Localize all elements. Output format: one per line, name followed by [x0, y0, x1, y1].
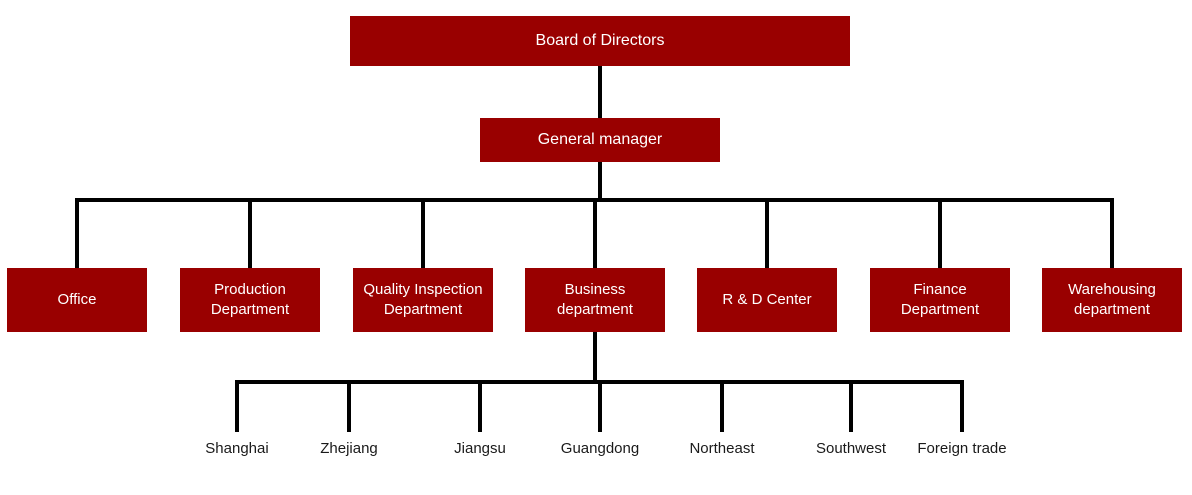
node-general-manager: General manager [480, 118, 720, 162]
node-quality-inspection-department: Quality Inspection Department [353, 268, 493, 332]
node-label: Quality Inspection Department [363, 280, 483, 318]
node-label: Finance Department [900, 280, 980, 318]
node-production-department: Production Department [180, 268, 320, 332]
node-label: Office [57, 290, 97, 308]
node-office: Office [7, 268, 147, 332]
node-label: Business department [557, 280, 633, 318]
connector-drop-production [248, 198, 252, 270]
branch-label-foreign-trade: Foreign trade [917, 440, 1007, 457]
connector-root-to-manager [598, 64, 602, 120]
node-business-department: Business department [525, 268, 665, 332]
connector-drop-foreign-trade [960, 380, 964, 432]
connector-drop-quality [421, 198, 425, 270]
node-label: R & D Center [722, 290, 812, 308]
connector-drop-office [75, 198, 79, 270]
connector-drop-rd [765, 198, 769, 270]
connector-drop-northeast [720, 380, 724, 432]
branch-label-shanghai: Shanghai [205, 440, 269, 457]
node-rd-center: R & D Center [697, 268, 837, 332]
connector-drop-guangdong [598, 380, 602, 432]
node-label: Board of Directors [535, 32, 665, 50]
node-label: Production Department [210, 280, 290, 318]
node-label: Warehousing department [1068, 280, 1156, 318]
connector-drop-jiangsu [478, 380, 482, 432]
connector-drop-business [593, 198, 597, 270]
branch-label-guangdong: Guangdong [560, 440, 640, 457]
connector-drop-finance [938, 198, 942, 270]
connector-drop-shanghai [235, 380, 239, 432]
connector-drop-warehousing [1110, 198, 1114, 270]
branch-label-southwest: Southwest [815, 440, 887, 457]
node-finance-department: Finance Department [870, 268, 1010, 332]
node-board-of-directors: Board of Directors [350, 16, 850, 66]
connector-business-to-branch-bus [593, 330, 597, 384]
branch-label-jiangsu: Jiangsu [454, 440, 506, 457]
connector-drop-southwest [849, 380, 853, 432]
connector-manager-to-bus [598, 160, 602, 202]
branch-label-northeast: Northeast [689, 440, 755, 457]
node-warehousing-department: Warehousing department [1042, 268, 1182, 332]
connector-drop-zhejiang [347, 380, 351, 432]
branch-label-zhejiang: Zhejiang [320, 440, 378, 457]
node-label: General manager [537, 131, 663, 149]
